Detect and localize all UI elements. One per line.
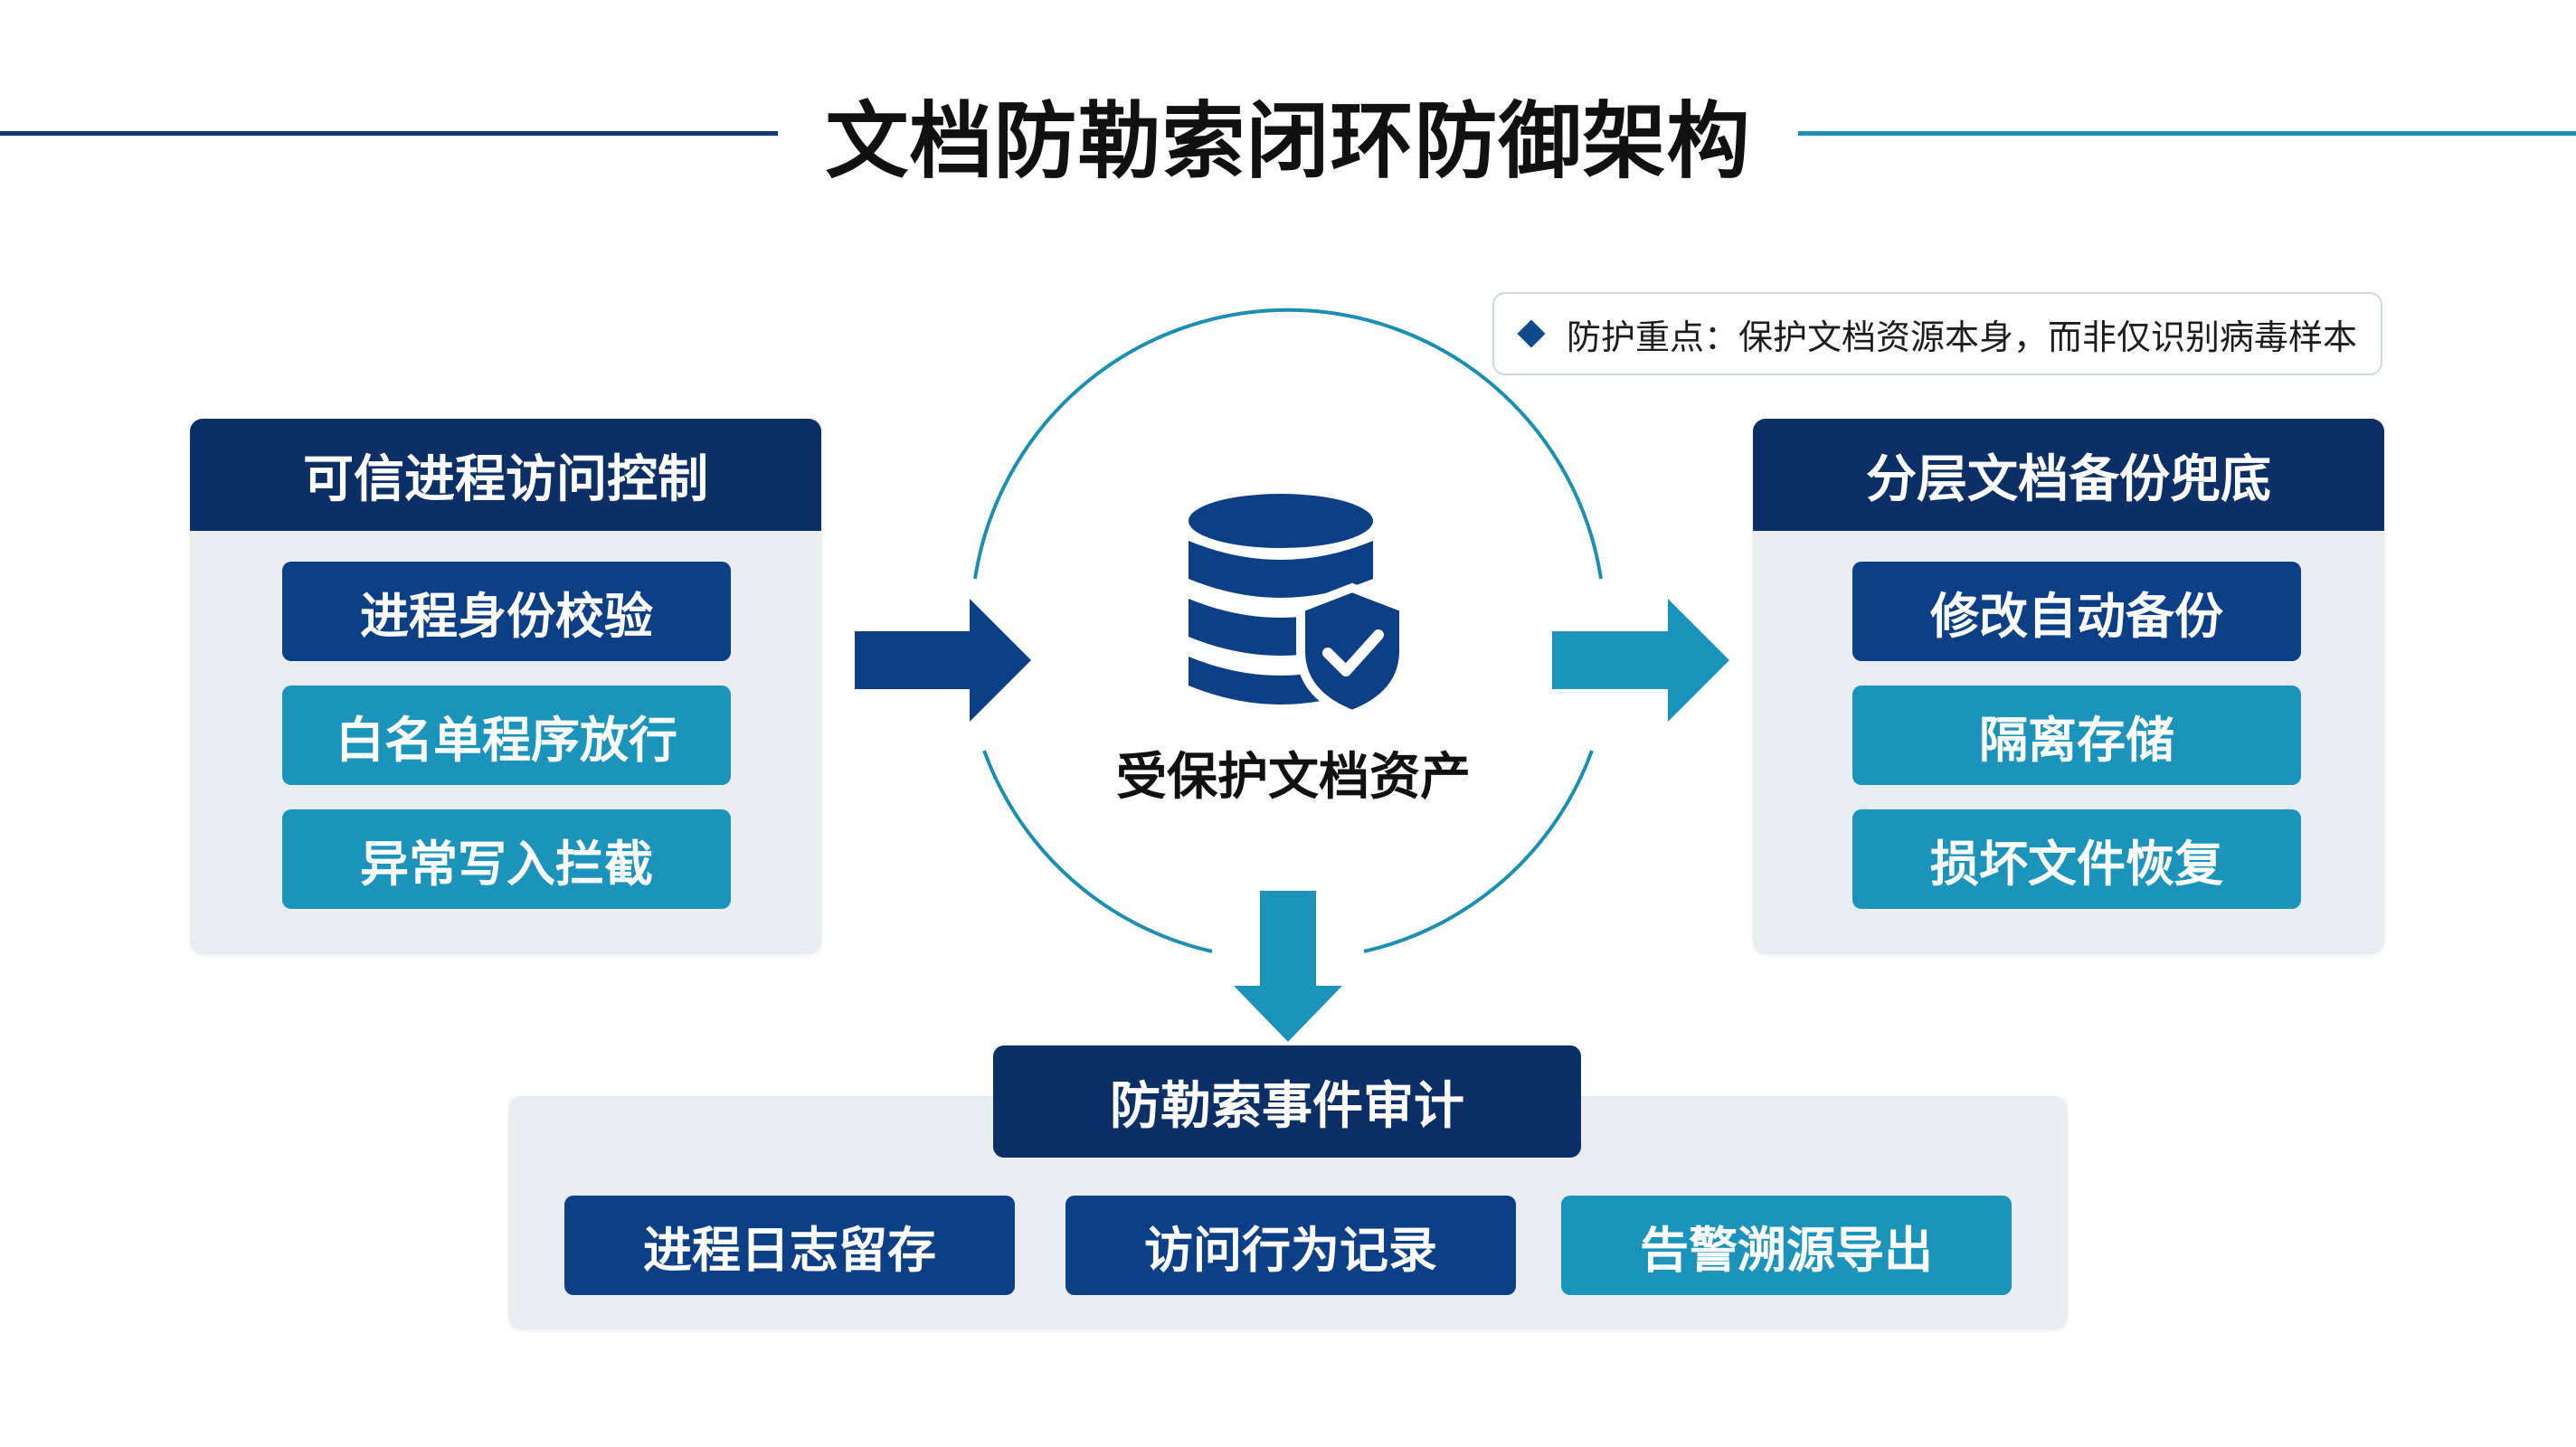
bottom-item-3: 告警溯源导出 [1561,1196,2012,1295]
ring-arc-left [982,750,1213,953]
right-panel: 分层文档备份兜底 修改自动备份 隔离存储 损坏文件恢复 [1753,419,2384,954]
title-rule-left [0,131,778,136]
ring-arc-right [1363,750,1594,953]
center-label: 受保护文档资产 [1116,748,1471,807]
bottom-item-1: 进程日志留存 [564,1196,1015,1295]
left-item-3: 异常写入拦截 [282,809,731,909]
left-panel: 可信进程访问控制 进程身份校验 白名单程序放行 异常写入拦截 [190,419,821,954]
bottom-item-2: 访问行为记录 [1065,1196,1516,1295]
page-title: 文档防勒索闭环防御架构 [825,93,1751,190]
ring-arc-top [973,307,1603,580]
right-panel-title: 分层文档备份兜底 [1753,419,2384,531]
arrow-down-icon [1234,891,1342,1042]
left-item-2: 白名单程序放行 [282,686,731,785]
right-item-2: 隔离存储 [1852,686,2301,785]
note-box: 防护重点：保护文档资源本身，而非仅识别病毒样本 [1492,292,2382,375]
arrow-right-right-icon [1552,599,1729,722]
title-rule-right [1798,131,2576,136]
left-panel-title: 可信进程访问控制 [190,419,821,531]
right-item-3: 损坏文件恢复 [1852,809,2301,909]
arrow-right-left-icon [855,599,1031,722]
note-text: 防护重点：保护文档资源本身，而非仅识别病毒样本 [1567,317,2358,357]
right-item-1: 修改自动备份 [1852,562,2301,661]
bottom-panel-title: 防勒索事件审计 [993,1045,1581,1158]
left-item-1: 进程身份校验 [282,562,731,661]
database-shield-icon [1189,494,1408,720]
